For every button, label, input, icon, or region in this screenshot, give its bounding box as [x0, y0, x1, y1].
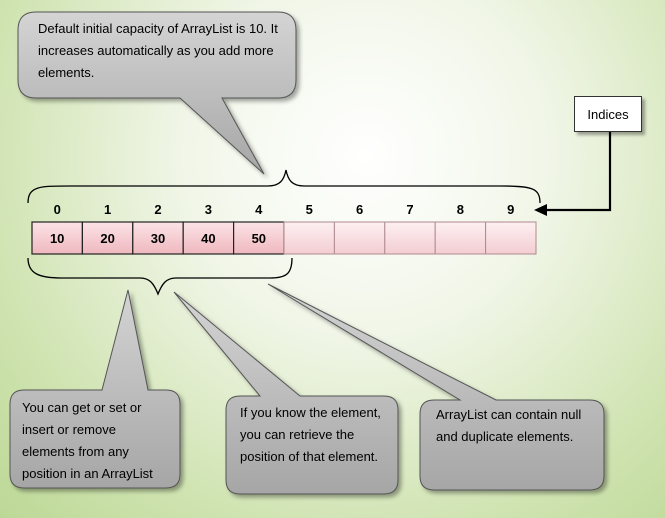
array-cell [233, 221, 285, 255]
array-cell-value: 20 [100, 231, 114, 246]
indices-label: Indices [574, 96, 642, 132]
array-cells: 10 20 30 40 50 [31, 221, 537, 255]
index-labels: 0 1 2 3 4 5 6 7 8 9 [54, 202, 515, 217]
indices-arrowhead [534, 204, 547, 216]
elements-brace [27, 257, 293, 296]
array-cell [132, 221, 184, 255]
capacity-callout-bubble [17, 11, 297, 175]
index-label: 3 [205, 202, 212, 217]
index-label: 9 [507, 202, 514, 217]
array-cell [434, 221, 487, 255]
retrieve-callout-text: If you know the element, you can retriev… [240, 405, 381, 464]
nulls-callout-bubble [267, 283, 605, 491]
index-label: 7 [406, 202, 413, 217]
array-cell-value: 40 [201, 231, 215, 246]
index-label: 1 [104, 202, 111, 217]
array-cell [283, 221, 335, 255]
capacity-brace [27, 169, 541, 204]
index-label: 6 [356, 202, 363, 217]
array-cell [485, 221, 537, 255]
capacity-callout-text: Default initial capacity of ArrayList is… [38, 21, 278, 80]
index-label: 0 [54, 202, 61, 217]
array-cell [384, 221, 436, 255]
array-cell-value: 50 [252, 231, 266, 246]
index-label: 5 [306, 202, 313, 217]
index-label: 8 [457, 202, 464, 217]
array-cell [182, 221, 235, 255]
array-cell [31, 221, 84, 255]
access-callout-bubble [9, 289, 181, 489]
access-callout-text: You can get or set or insert or remove e… [22, 400, 153, 481]
indices-arrow [546, 132, 612, 212]
index-label: 2 [154, 202, 161, 217]
array-cell [333, 221, 386, 255]
index-label: 4 [255, 202, 263, 217]
nulls-callout-text: ArrayList can contain null and duplicate… [436, 407, 582, 444]
retrieve-callout-bubble [173, 291, 399, 495]
array-cell-value: 10 [50, 231, 64, 246]
array-cell-value: 30 [151, 231, 165, 246]
